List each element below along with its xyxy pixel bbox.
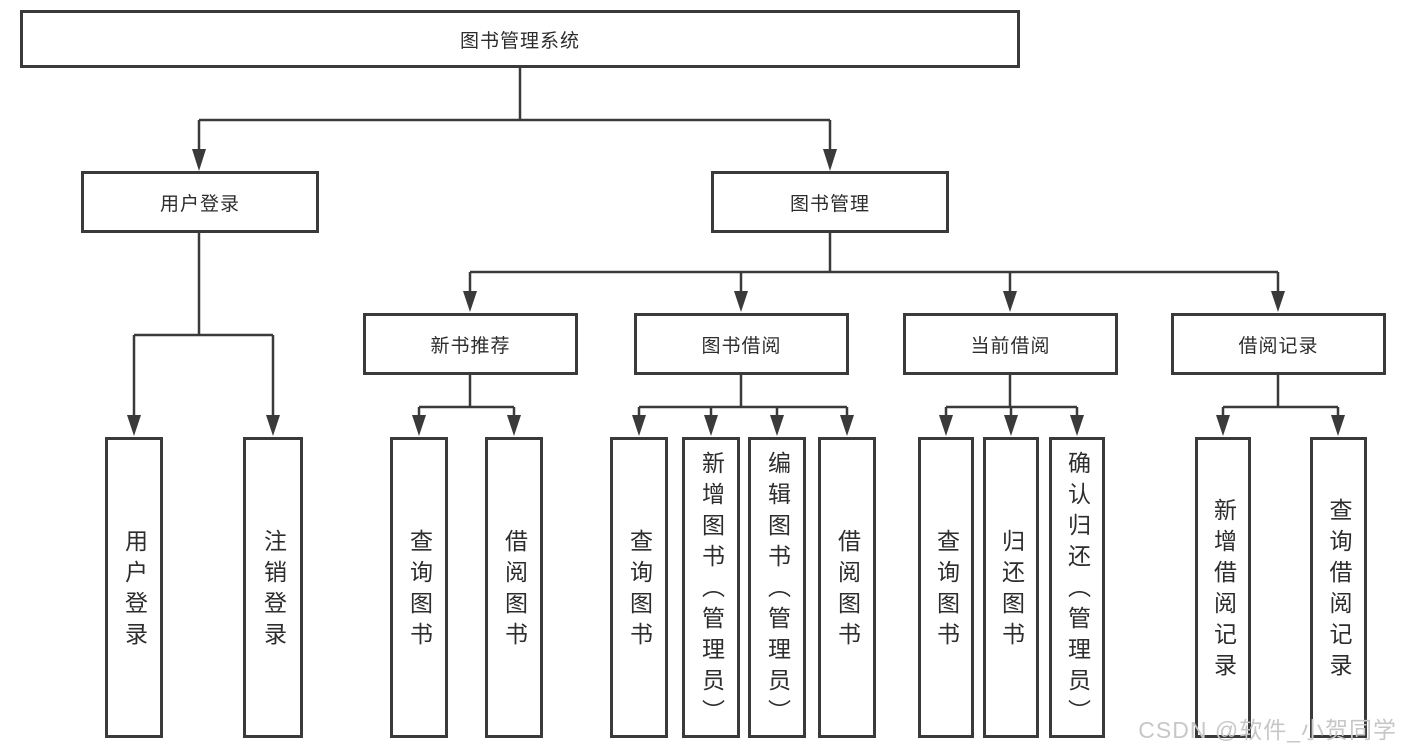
leaf-confirm-return-admin: 确认归还（管理员）	[1049, 437, 1105, 738]
node-book-management: 图书管理	[711, 171, 949, 233]
node-current-borrow: 当前借阅	[903, 313, 1118, 375]
leaf-borrow-book: 借阅图书	[818, 437, 876, 738]
watermark: CSDN @软件_小贺同学	[1138, 717, 1397, 743]
node-root: 图书管理系统	[20, 10, 1020, 68]
node-borrow-records: 借阅记录	[1171, 313, 1386, 375]
leaf-user-login: 用户登录	[105, 437, 163, 738]
leaf-edit-book-admin: 编辑图书（管理员）	[748, 437, 806, 738]
leaf-query-book-borrow: 查询图书	[610, 437, 668, 738]
node-book-borrow: 图书借阅	[634, 313, 849, 375]
node-user-login: 用户登录	[81, 171, 319, 233]
leaf-query-borrow-record: 查询借阅记录	[1310, 437, 1367, 738]
leaf-add-borrow-record: 新增借阅记录	[1195, 437, 1251, 738]
leaf-query-book-current: 查询图书	[918, 437, 974, 738]
leaf-logout: 注销登录	[243, 437, 303, 738]
node-new-book-recommend: 新书推荐	[363, 313, 578, 375]
leaf-borrow-book-recommend: 借阅图书	[485, 437, 543, 738]
leaf-add-book-admin: 新增图书（管理员）	[682, 437, 740, 738]
leaf-return-book: 归还图书	[983, 437, 1039, 738]
leaf-query-book-recommend: 查询图书	[390, 437, 448, 738]
